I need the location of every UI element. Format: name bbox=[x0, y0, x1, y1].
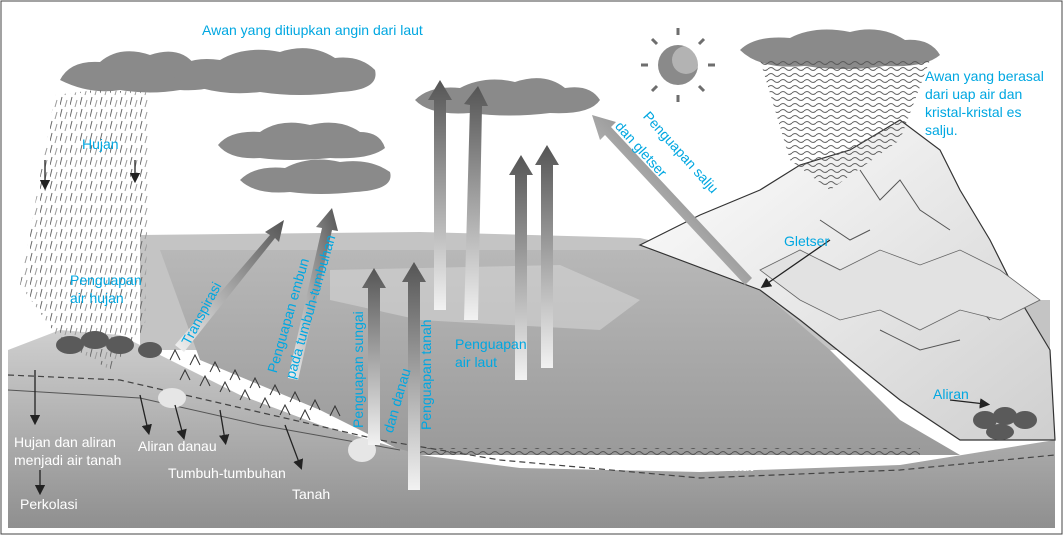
label-clouds-origin-2: dari uap air dan bbox=[925, 86, 1023, 102]
label-sea-evaporation-1: Penguapan bbox=[455, 336, 527, 352]
label-plants: Tumbuh-tumbuhan bbox=[168, 465, 286, 481]
rain-icon bbox=[20, 90, 150, 370]
label-rain-evaporation-2: air hujan bbox=[70, 290, 124, 306]
ground bbox=[8, 330, 1055, 528]
label-groundwater-2: menjadi air tanah bbox=[14, 452, 122, 468]
label-sea-evaporation-2: air laut bbox=[455, 354, 498, 370]
cloud-icon bbox=[60, 29, 940, 194]
arrow-icon bbox=[175, 80, 752, 490]
label-soil: Tanah bbox=[292, 486, 331, 502]
plants-field bbox=[169, 348, 341, 421]
sun-icon bbox=[641, 28, 715, 102]
label-sea: Laut bbox=[726, 458, 754, 474]
sea-wave-line bbox=[420, 448, 920, 456]
label-rain-evaporation-1: Penguapan bbox=[70, 272, 142, 288]
soil-layer-line-2 bbox=[7, 389, 401, 451]
flow-arrows bbox=[29, 160, 991, 496]
tree-icon bbox=[56, 331, 1037, 440]
label-flow: Aliran bbox=[933, 386, 969, 402]
label-clouds-origin-1: Awan yang berasal bbox=[925, 68, 1044, 84]
label-glacier: Gletser bbox=[784, 233, 830, 249]
label-lake-flow: Aliran danau bbox=[138, 438, 217, 454]
label-groundwater-1: Hujan dan aliran bbox=[14, 434, 116, 450]
soil-layer-line bbox=[7, 374, 1056, 479]
label-clouds-wind: Awan yang ditiupkan angin dari laut bbox=[202, 22, 423, 38]
label-soil-evaporation: Penguapan tanah bbox=[418, 319, 434, 430]
snow-cloud-precip bbox=[760, 60, 930, 190]
label-percolation: Perkolasi bbox=[20, 496, 78, 512]
lake-small bbox=[158, 388, 186, 408]
label-river-lake-evaporation-1: Penguapan sungai bbox=[350, 311, 366, 428]
glacier-area bbox=[759, 249, 1041, 331]
label-rain: Hujan bbox=[82, 136, 119, 152]
label-clouds-origin-3: kristal-kristal es bbox=[925, 104, 1022, 120]
label-clouds-origin-4: salju. bbox=[925, 122, 958, 138]
